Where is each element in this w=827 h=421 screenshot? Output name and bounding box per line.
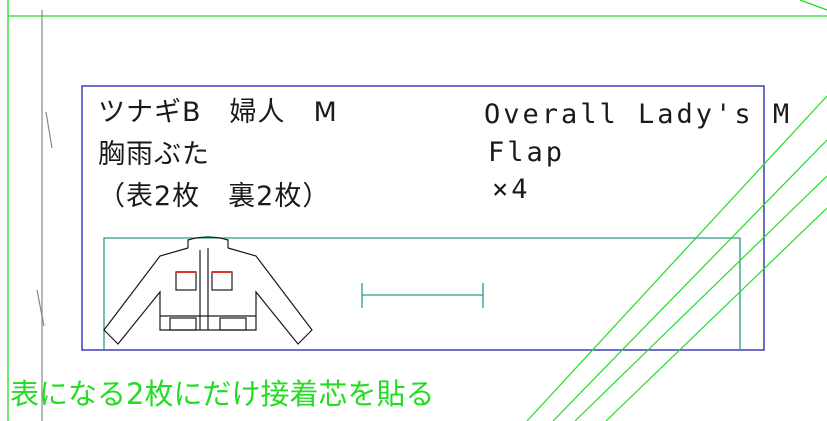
title-en: Overall Lady's M — [484, 99, 793, 130]
jacket-icon — [103, 236, 313, 345]
diagonal-lines — [526, 95, 827, 421]
part-name-en: Flap — [488, 137, 566, 168]
outer-border — [7, 0, 827, 421]
cut-count-jp: （表2枚 裏2枚） — [98, 181, 331, 212]
grainline-icon — [361, 283, 484, 308]
part-name-jp: 胸雨ぶた — [98, 139, 210, 170]
title-jp: ツナギB 婦人 M — [98, 97, 338, 128]
gray-cut-lines — [36, 10, 53, 421]
quantity: ×4 — [492, 174, 531, 205]
label-frame — [81, 85, 765, 351]
flap-piece-outline — [103, 237, 741, 350]
interfacing-note: 表になる2枚にだけ接着芯を貼る — [10, 377, 435, 411]
